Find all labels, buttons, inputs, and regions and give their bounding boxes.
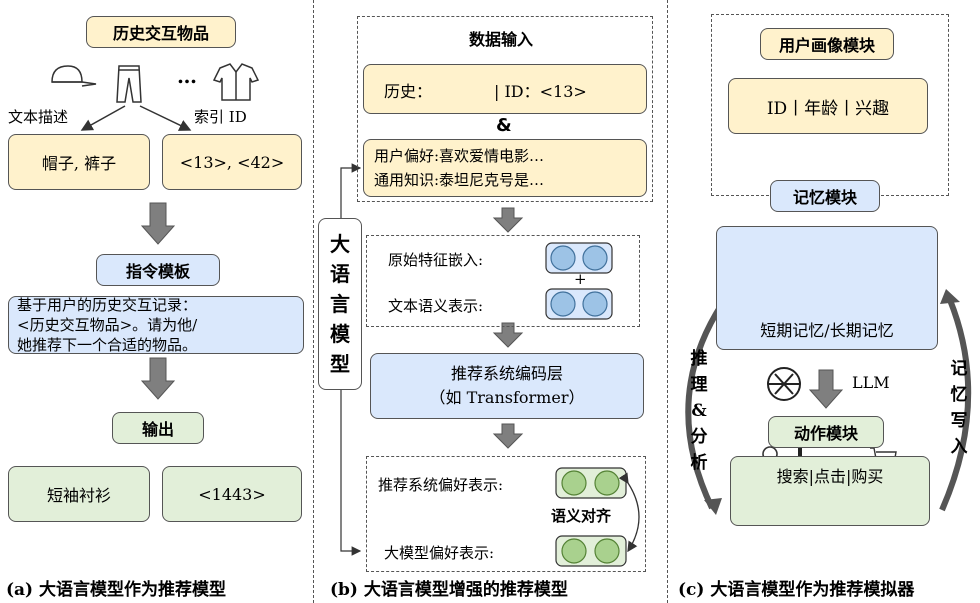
caption-c: (c) 大语言模型作为推荐模拟器	[678, 580, 915, 600]
rec-pref-circles	[555, 467, 627, 499]
arrow-to-text	[80, 105, 126, 131]
data-input-group	[357, 16, 653, 202]
instruction-template-title: 指令模板	[96, 254, 220, 286]
encoder-line-2: （如 Transformer）	[429, 388, 585, 407]
memory-box: 短期记忆/长期记忆	[716, 226, 938, 350]
user-preference-line: 用户偏好:喜欢爱情电影…	[374, 147, 545, 165]
semantic-circles	[545, 288, 613, 320]
output-title: 输出	[112, 412, 204, 444]
history-input-box	[363, 64, 647, 114]
write-arrow	[939, 298, 972, 512]
big-arrow-a1	[140, 202, 176, 245]
big-arrow-c1	[808, 369, 844, 409]
llm-char-1: 大	[330, 232, 350, 256]
text-items-box: 帽子, 裤子	[8, 134, 150, 190]
encoder-line-1: 推荐系统编码层	[450, 364, 563, 383]
separator-b-c	[667, 0, 668, 603]
template-line-2: <历史交互物品>。请为他/	[17, 316, 198, 334]
ellipsis: …	[177, 64, 197, 88]
instruction-template-box: 基于用户的历史交互记录： <历史交互物品>。请为他/ 她推荐下一个合适的物品。	[8, 296, 304, 354]
history-id: | ID：<13>	[494, 82, 587, 101]
llm-char-2: 语	[330, 262, 350, 286]
raw-embed-circles	[545, 242, 613, 274]
llm-text: LLM	[852, 373, 890, 392]
action-title: 动作模块	[768, 416, 884, 448]
semantic-label: 文本语义表示:	[388, 297, 484, 315]
caption-b: (b) 大语言模型增强的推荐模型	[330, 580, 568, 600]
general-knowledge-line: 通用知识:泰坦尼克号是…	[374, 171, 545, 189]
arrow-to-id	[139, 105, 192, 131]
template-line-3: 她推荐下一个合适的物品。	[17, 336, 198, 354]
ampersand: &	[496, 115, 512, 136]
rec-encoder-box: 推荐系统编码层 （如 Transformer）	[370, 353, 644, 419]
pants-icon	[116, 65, 142, 103]
llm-char-3: 言	[330, 292, 350, 316]
big-arrow-a2	[140, 357, 176, 400]
openai-icon	[767, 367, 801, 401]
embedding-group	[366, 235, 640, 327]
id-items-box: <13>, <42>	[162, 134, 302, 190]
template-line-1: 基于用户的历史交互记录：	[17, 296, 198, 314]
reason-arrow	[685, 302, 725, 510]
preference-group	[366, 456, 646, 572]
history-label: 历史：	[384, 82, 433, 101]
llm-to-llmpref-arrow	[340, 390, 362, 556]
raw-embed-label: 原始特征嵌入:	[388, 251, 484, 269]
output-text-box: 短袖衬衫	[8, 466, 150, 522]
plus-sign: +	[574, 270, 587, 288]
llm-pref-label: 大模型偏好表示:	[384, 544, 495, 562]
rec-pref-label: 推荐系统偏好表示:	[378, 476, 504, 494]
user-profile-box: ID丨年龄丨兴趣	[728, 78, 928, 134]
caption-a: (a) 大语言模型作为推荐模型	[6, 580, 227, 600]
big-arrow-b2	[492, 322, 524, 348]
llm-to-pref-arrow	[340, 163, 362, 218]
index-id-label: 索引 ID	[194, 108, 247, 126]
big-arrow-b1	[492, 207, 524, 233]
llm-box: 大 语 言 模 型	[318, 218, 362, 390]
preference-box: 用户偏好:喜欢爱情电影… 通用知识:泰坦尼克号是…	[363, 139, 647, 197]
align-arrow	[618, 472, 640, 553]
separator-a-b	[313, 0, 314, 603]
text-desc-label: 文本描述	[8, 108, 69, 126]
history-items-title: 历史交互物品	[86, 16, 236, 48]
llm-char-4: 模	[330, 322, 350, 346]
big-arrow-b3	[492, 423, 524, 449]
llm-char-5: 型	[330, 352, 350, 376]
memory-title: 记忆模块	[770, 180, 880, 212]
align-label: 语义对齐	[551, 507, 612, 525]
action-text: 搜索|点击|购买	[776, 467, 884, 486]
data-input-title: 数据输入	[469, 30, 534, 49]
shirt-icon	[212, 63, 260, 101]
cap-icon	[51, 65, 97, 87]
output-id-box: <1443>	[162, 466, 302, 522]
reason-label: 推 理 & 分 析	[690, 349, 708, 473]
llm-pref-circles	[555, 535, 627, 567]
memory-text: 短期记忆/长期记忆	[760, 321, 894, 340]
memory-write-label: 记 忆 写 入	[950, 359, 968, 457]
user-profile-title: 用户画像模块	[760, 28, 894, 60]
action-box: 搜索|点击|购买	[730, 456, 930, 526]
